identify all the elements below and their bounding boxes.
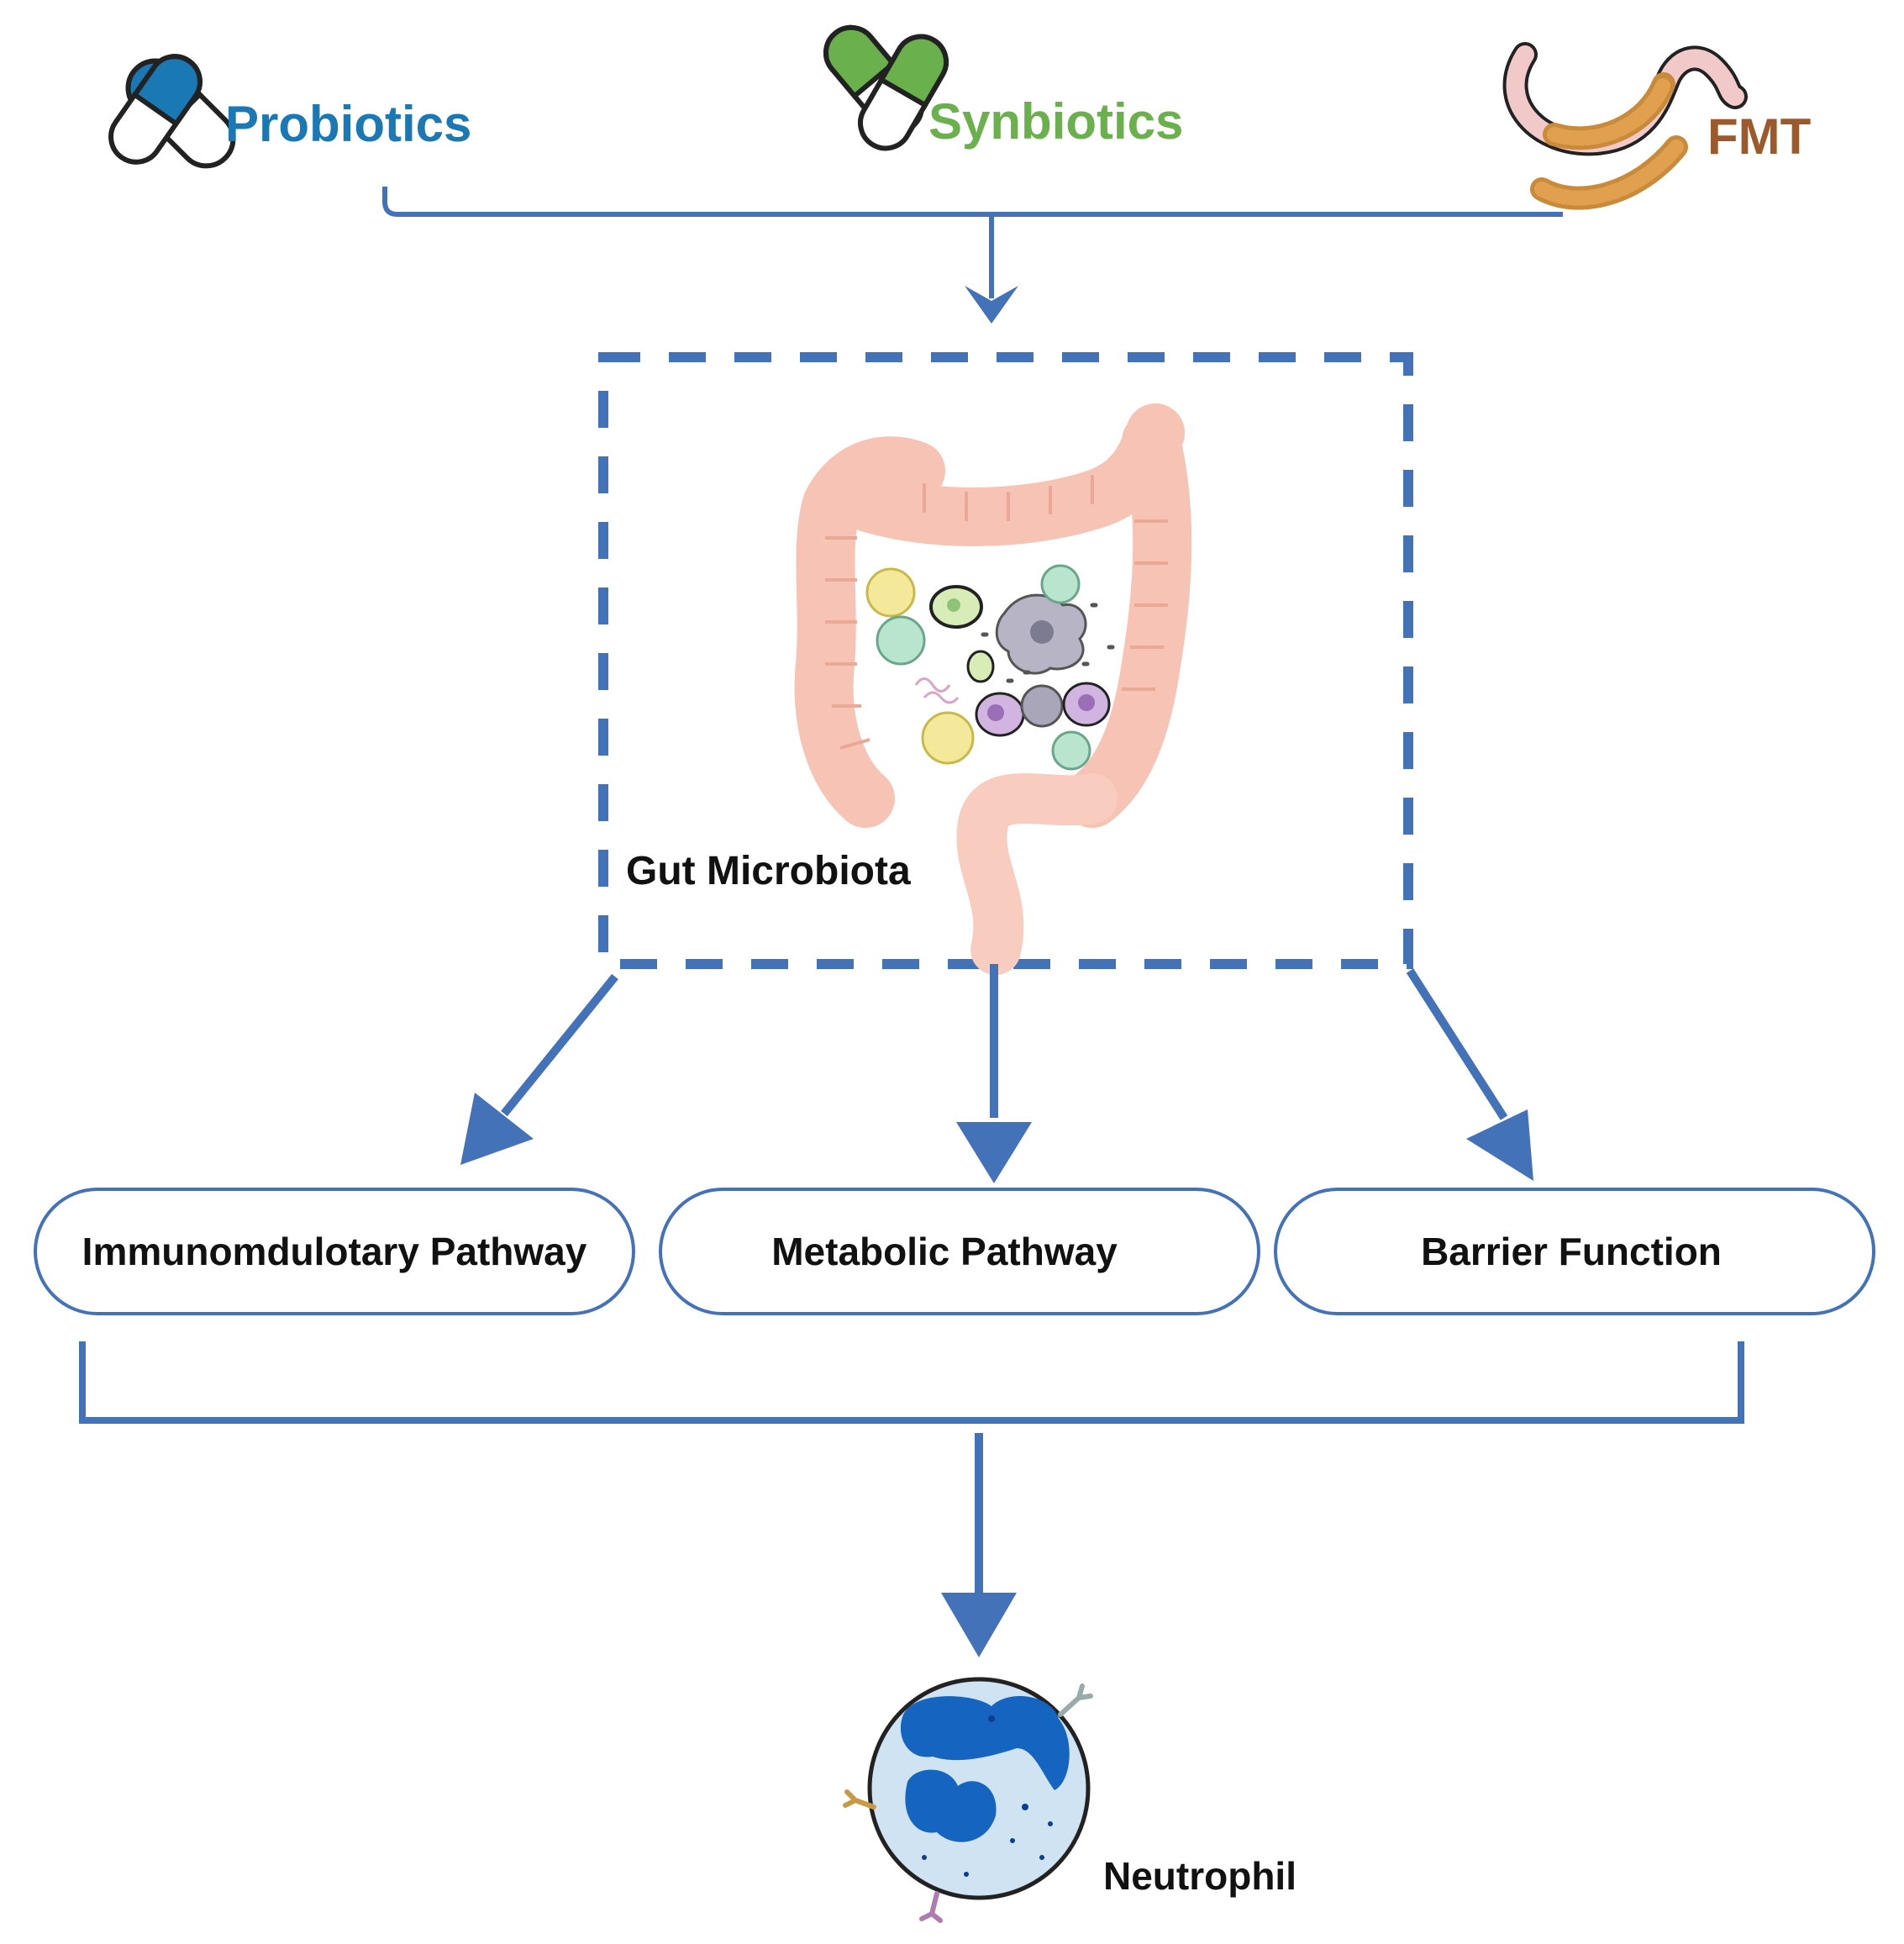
neutrophil-label: Neutrophil [1103,1854,1297,1898]
yellow-cell-2 [921,711,975,765]
grey-cell-2 [1020,684,1064,728]
probiotics-capsule-icon-2 [108,54,202,165]
sources-connector-line [382,187,1563,217]
fmt-label: FMT [1707,108,1811,165]
pathway-metabolic: Metabolic Pathway [659,1188,1260,1315]
arrowhead-barrier [1466,1109,1533,1181]
colon-illustration [794,403,1192,975]
arrowhead-neutrophil [941,1593,1017,1657]
pathway-barrier-function-label: Barrier Function [1421,1230,1722,1273]
arrow-to-barrier [1406,968,1508,1120]
green-cell-1 [876,615,926,666]
pathway-immunomodulatory: Immunomdulotary Pathway [34,1188,635,1315]
pathway-metabolic-label: Metabolic Pathway [771,1230,1118,1273]
arrowhead-immunomodulatory [460,1093,534,1165]
green-cell-3 [966,650,995,683]
pathway-barrier-function: Barrier Function [1274,1188,1875,1315]
arrow-to-immunomodulatory [501,973,618,1117]
arrowhead-metabolic [956,1122,1032,1183]
green-cell-5 [1051,730,1091,771]
to-microbiota-arrowhead [965,286,1018,324]
pathway-immunomodulatory-label: Immunomdulotary Pathway [82,1230,587,1273]
synbiotics-capsule-icon-2 [858,34,949,151]
microbiota-cells [865,564,1115,771]
green-cell-4 [1040,564,1081,604]
pathways-bracket [79,1341,1744,1424]
pink-bacteria [914,677,960,704]
yellow-cell-1 [865,567,916,618]
neutrophil-cell-icon [843,1677,1093,1923]
synbiotics-label: Synbiotics [928,93,1183,150]
gut-microbiota-label: Gut Microbiota [626,849,911,893]
probiotics-label: Probiotics [225,96,471,152]
fmt-intestine-icon [1502,42,1748,210]
dots [981,603,1115,683]
gut-microbiota-box [598,352,1413,969]
